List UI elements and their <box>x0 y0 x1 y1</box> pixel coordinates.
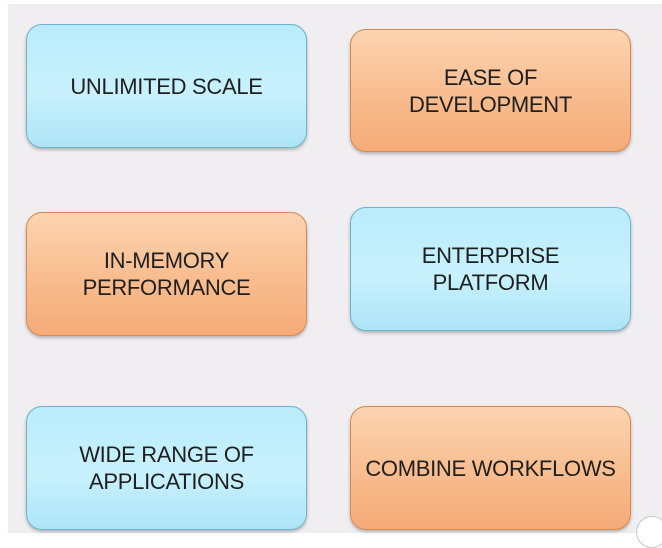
corner-shape <box>636 516 662 548</box>
feature-card-in-memory-performance: IN-MEMORY PERFORMANCE <box>26 212 307 336</box>
feature-card-ease-of-development: EASE OF DEVELOPMENT <box>350 29 631 152</box>
card-label: UNLIMITED SCALE <box>70 73 263 99</box>
frame-edge <box>0 0 662 4</box>
card-label: IN-MEMORY PERFORMANCE <box>82 248 251 300</box>
card-label: ENTERPRISE PLATFORM <box>421 243 560 295</box>
feature-card-wide-range-of-applications: WIDE RANGE OF APPLICATIONS <box>26 406 307 530</box>
card-label: COMBINE WORKFLOWS <box>365 455 616 481</box>
card-label: WIDE RANGE OF APPLICATIONS <box>79 442 254 494</box>
feature-card-combine-workflows: COMBINE WORKFLOWS <box>350 406 631 530</box>
feature-card-unlimited-scale: UNLIMITED SCALE <box>26 24 307 148</box>
card-label: EASE OF DEVELOPMENT <box>409 64 572 117</box>
frame-edge <box>0 0 8 533</box>
feature-card-enterprise-platform: ENTERPRISE PLATFORM <box>350 207 631 331</box>
